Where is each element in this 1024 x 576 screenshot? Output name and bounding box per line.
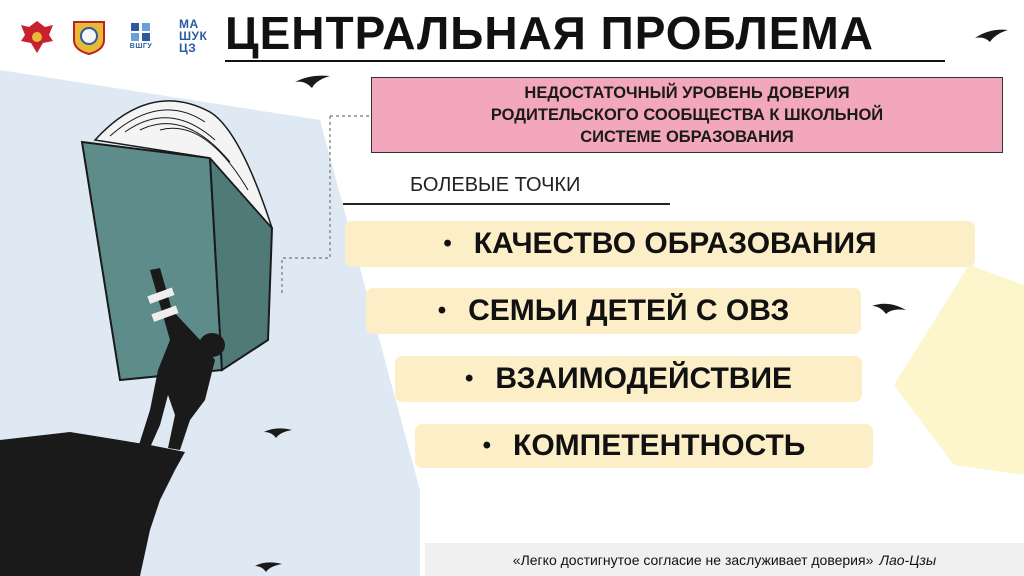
bullet: • [437,297,447,324]
vshgu-logo-icon: ВШГУ [122,17,160,55]
pain-point-text: КОМПЕТЕНТНОСТЬ [513,429,806,462]
pain-point-item: • КОМПЕТЕНТНОСТЬ [415,424,873,468]
pain-point-text: ВЗАИМОДЕЙСТВИЕ [495,362,793,395]
logo-strip: ВШГУ МА ШУК ЦЗ [18,14,214,58]
bullet: • [443,230,452,257]
quote-bar: «Легко достигнутое согласие не заслужива… [425,543,1024,576]
eagle-emblem-icon [18,17,56,55]
quote-text: «Легко достигнутое согласие не заслужива… [512,551,874,568]
bird-icon [255,29,1008,572]
pain-point-item: • КАЧЕСТВО ОБРАЗОВАНИЯ [345,221,975,267]
quote-author: Лао-Цзы [879,551,937,568]
problem-line-2: РОДИТЕЛЬСКОГО СООБЩЕСТВА К ШКОЛЬНОЙ [490,106,884,124]
problem-line-3: СИСТЕМЕ ОБРАЗОВАНИЯ [580,128,794,146]
book-icon [80,100,274,382]
pain-point-text: КАЧЕСТВО ОБРАЗОВАНИЯ [473,227,877,260]
pain-point-item: • ВЗАИМОДЕЙСТВИЕ [395,356,862,402]
central-problem-box: НЕДОСТАТОЧНЫЙ УРОВЕНЬ ДОВЕРИЯ РОДИТЕЛЬСК… [371,77,1003,153]
title-underline [225,60,945,62]
pain-point-text: СЕМЬИ ДЕТЕЙ С ОВЗ [468,294,790,327]
bullet: • [482,432,492,459]
cliff-shape [0,432,185,576]
climber-figure-icon [138,268,225,452]
mashuk-logo-icon: МА ШУК ЦЗ [174,17,214,55]
university-crest-icon [70,17,108,56]
page-title: ЦЕНТРАЛЬНАЯ ПРОБЛЕМА [225,7,874,59]
pain-points-label: БОЛЕВЫЕ ТОЧКИ [410,174,581,196]
pain-point-item: • СЕМЬИ ДЕТЕЙ С ОВЗ [366,288,861,334]
pain-points-underline [343,203,670,205]
background-yellow-shape [894,265,1024,475]
vshgu-logo-text: ВШГУ [129,43,153,50]
problem-line-1: НЕДОСТАТОЧНЫЙ УРОВЕНЬ ДОВЕРИЯ [524,84,850,102]
bullet: • [464,365,474,392]
mashuk-logo-text: МА ШУК ЦЗ [179,17,208,55]
